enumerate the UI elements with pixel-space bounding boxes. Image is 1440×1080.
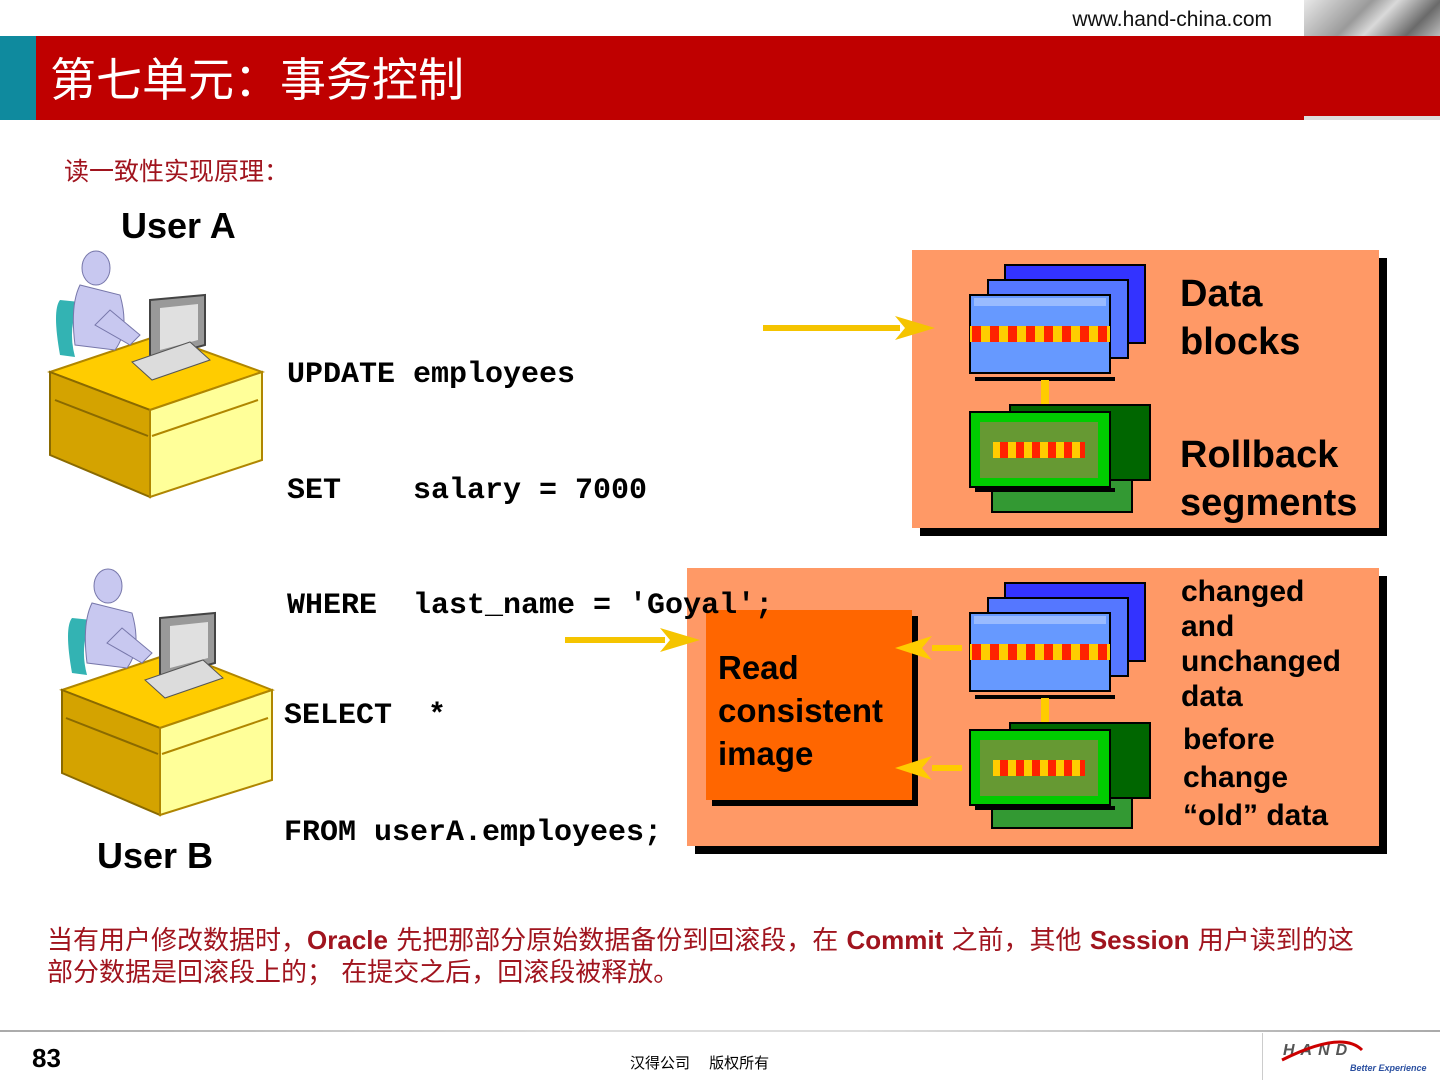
label-line: “old” data — [1183, 799, 1329, 832]
title-bar-edge — [1304, 116, 1440, 120]
read-consistent-box — [706, 610, 912, 800]
label-line: unchanged — [1181, 645, 1342, 678]
label-line: data — [1181, 680, 1243, 713]
rollback-to-read-arrow — [895, 756, 962, 780]
user-b-illustration — [59, 568, 275, 817]
page-number: 83 — [32, 1043, 61, 1073]
title-bar — [36, 36, 1440, 120]
label-line: Data — [1180, 273, 1263, 315]
read-consistent-label: Read consistent image — [718, 646, 883, 775]
data-blocks-icon-bottom — [969, 582, 1146, 699]
note-text: 之前，其他 — [943, 926, 1090, 956]
data-blocks-to-read-arrow — [895, 636, 962, 660]
note-text: 先把那部分原始数据备份到回滚段，在 — [387, 926, 847, 956]
update-statement: UPDATE employees SET salary = 7000 WHERE… — [287, 279, 773, 664]
note-text: 当有用户修改数据时， — [47, 926, 308, 956]
label-line: and — [1181, 610, 1235, 643]
logo-tagline: Better Experience — [1350, 1063, 1427, 1073]
rollback-segments-label: Rollback segments — [1180, 431, 1357, 527]
footer-divider — [0, 1030, 1440, 1032]
label-line: before — [1183, 723, 1275, 756]
note-text: 用户读到的这 — [1189, 926, 1354, 956]
note-keyword: Oracle — [307, 925, 388, 955]
user-a-illustration — [47, 250, 266, 499]
label-line: consistent — [718, 692, 884, 729]
code-line: WHERE last_name = 'Goyal'; — [287, 589, 774, 623]
data-blocks-icon — [969, 264, 1146, 381]
code-line: FROM userA.employees; — [284, 816, 663, 850]
label-line: blocks — [1180, 321, 1301, 363]
note-line-2: 部分数据是回滚段上的； 在提交之后，回滚段被释放。 — [47, 958, 680, 988]
slide-subtitle: 读一致性实现原理： — [64, 157, 290, 186]
corner-decoration-image — [1304, 0, 1440, 36]
label-line: Rollback — [1180, 434, 1339, 476]
label-line: change — [1183, 761, 1289, 794]
update-arrow — [763, 316, 935, 340]
user-a-label: User A — [121, 205, 236, 246]
logo-text: HAND — [1283, 1042, 1354, 1059]
note-keyword: Session — [1089, 925, 1190, 955]
copyright-text: 汉得公司 版权所有 — [630, 1054, 770, 1072]
code-line: SELECT * — [284, 699, 447, 733]
rollback-segments-icon — [969, 404, 1151, 513]
explanation-note: 当有用户修改数据时，Oracle 先把那部分原始数据备份到回滚段，在 Commi… — [47, 924, 1440, 989]
label-line: Read — [718, 649, 799, 686]
label-line: image — [718, 735, 814, 772]
note-keyword: Commit — [846, 925, 944, 955]
code-line: UPDATE employees — [287, 358, 576, 392]
rollback-segments-icon-bottom — [969, 722, 1151, 829]
slide-title: 第七单元：事务控制 — [50, 53, 464, 107]
user-b-label: User B — [97, 835, 214, 876]
select-statement: SELECT * FROM userA.employees; — [284, 619, 662, 892]
changed-data-label: changed and unchanged data — [1181, 574, 1341, 714]
label-line: changed — [1181, 575, 1305, 608]
title-accent-block — [0, 36, 36, 120]
note-line-1: 当有用户修改数据时，Oracle 先把那部分原始数据备份到回滚段，在 Commi… — [47, 924, 1440, 957]
code-line: SET salary = 7000 — [287, 473, 648, 508]
select-arrow — [565, 628, 700, 652]
label-line: segments — [1180, 482, 1358, 524]
data-blocks-label: Data blocks — [1180, 270, 1300, 366]
before-change-label: before change “old” data — [1183, 721, 1328, 835]
website-url: www.hand-china.com — [1072, 8, 1272, 31]
